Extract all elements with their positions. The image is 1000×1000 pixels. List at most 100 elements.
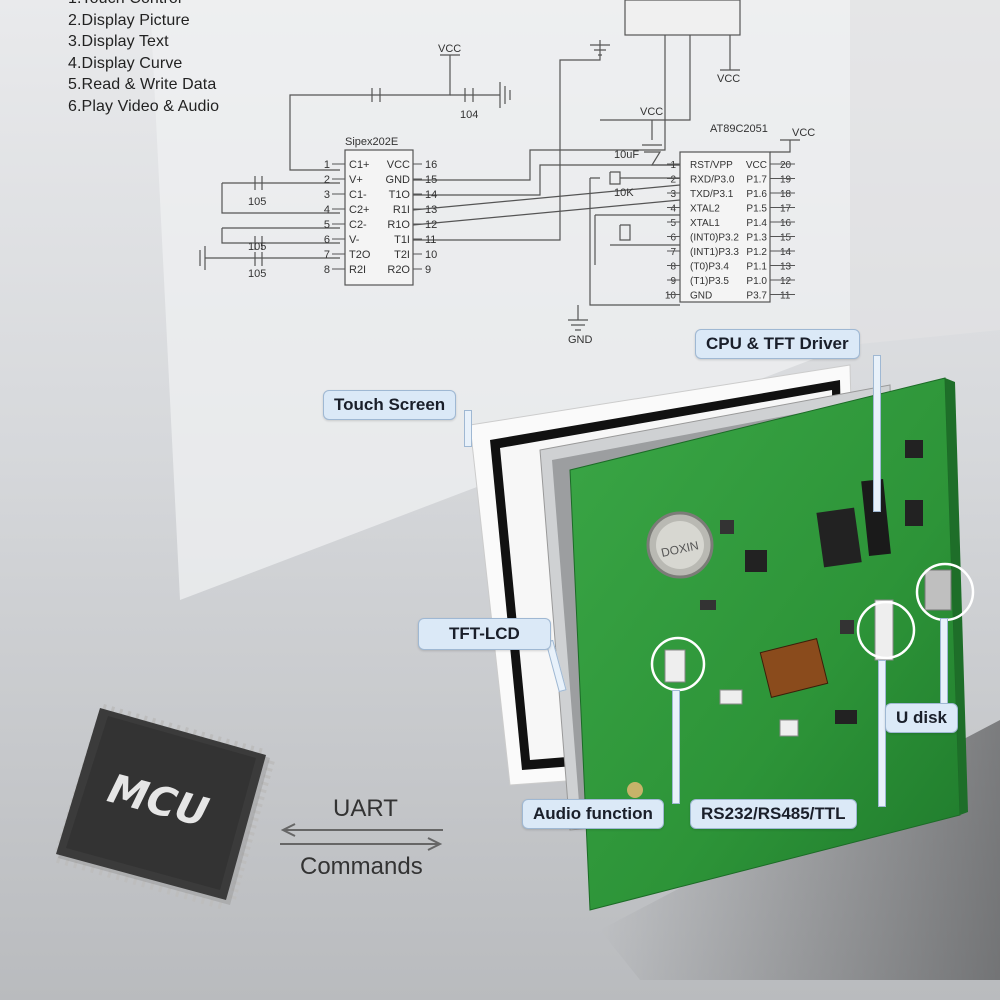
sipex-pin-number: 3 (324, 189, 330, 201)
cap-10uf-label: 10uF (614, 149, 639, 161)
u-disk-leader (940, 618, 948, 710)
at89-pin-name: P1.4 (746, 218, 767, 229)
audio-function-callout: Audio function (522, 799, 664, 829)
sipex-pin-name: V- (349, 234, 360, 246)
feature-item: 2.Display Picture (68, 11, 190, 29)
at89-pin-name: P1.7 (746, 175, 767, 186)
mcu-pin (209, 899, 214, 907)
mcu-pin (200, 896, 206, 905)
at89-pin-number: 11 (780, 291, 791, 302)
cap-105-label-2: 105 (248, 241, 266, 253)
res-10k-label: 10K (614, 187, 634, 199)
sipex-pin-name: R2O (387, 264, 410, 276)
at89-pin-name: (INT0)P3.2 (690, 233, 739, 244)
sipex-pin-name: R2I (349, 264, 366, 276)
commands-label: Commands (300, 853, 423, 880)
sipex-pin-number: 10 (425, 249, 437, 261)
at89-pin-number: 13 (780, 262, 792, 273)
sipex-pin-name: V+ (349, 174, 363, 186)
mcu-pin (149, 882, 155, 890)
at89-pin-number: 5 (670, 218, 676, 229)
sipex-pin-number: 7 (324, 249, 330, 261)
sipex-pin-name: R1O (387, 219, 410, 231)
cap-105-label-3: 105 (248, 268, 266, 280)
at89-pin-number: 2 (670, 175, 676, 186)
vcc-label-2: VCC (717, 73, 740, 85)
at89-pin-number: 16 (780, 218, 792, 229)
mcu-pin (141, 879, 146, 888)
sipex-pin-name: T2I (394, 249, 410, 261)
at89-pin-number: 19 (780, 175, 792, 186)
sipex-pin-number: 14 (425, 189, 437, 201)
at89-pin-name: P1.0 (746, 276, 767, 287)
tft-lcd-callout: TFT-LCD (418, 618, 551, 650)
at89-pin-name: P1.5 (746, 204, 767, 215)
at89-pin-name: P1.1 (746, 262, 767, 273)
touch-screen-leader (464, 410, 472, 447)
at89-pin-number: 18 (780, 189, 792, 200)
at89-pin-name: VCC (746, 160, 767, 171)
uart-label: UART (333, 795, 398, 822)
sipex-pin-name: R1I (393, 204, 410, 216)
at89-pin-name: RXD/P3.0 (690, 175, 735, 186)
at89-pin-name: P1.2 (746, 247, 767, 258)
sipex-pin-number: 13 (425, 204, 437, 216)
at89-pin-number: 4 (670, 204, 676, 215)
feature-list: 1.Touch Control 2.Display Picture 3.Disp… (68, 0, 219, 117)
mcu-pin (132, 877, 138, 886)
sipex-pin-name: T1O (389, 189, 411, 201)
cpu-tft-driver-callout: CPU & TFT Driver (695, 329, 860, 359)
mcu-chip: MCU (55, 704, 275, 910)
at89-pin-name: TXD/P3.1 (690, 189, 734, 200)
vcc-label-4: VCC (792, 127, 815, 139)
sipex-pin-number: 12 (425, 219, 437, 231)
mcu-pin (175, 889, 180, 898)
cpu-tft-leader (873, 355, 881, 512)
sipex-pin-number: 1 (324, 159, 330, 171)
mcu-pin (124, 875, 129, 883)
mcu-pin (217, 901, 223, 910)
at89-pin-number: 9 (670, 276, 676, 287)
at89-pin-number: 20 (780, 160, 792, 171)
at89-pin-number: 8 (670, 262, 676, 273)
u-disk-callout: U disk (885, 703, 959, 733)
feature-item: 6.Play Video & Audio (68, 97, 220, 115)
rs232-rs485-ttl-callout: RS232/RS485/TTL (690, 799, 857, 829)
at89-pin-number: 3 (670, 189, 676, 200)
feature-item: 5.Read & Write Data (68, 76, 217, 93)
sipex-pin-number: 4 (324, 204, 330, 216)
sipex-pin-number: 15 (425, 174, 437, 186)
audio-leader (672, 690, 680, 804)
sipex-pin-name: T2O (349, 249, 371, 261)
at89-pin-number: 14 (780, 247, 792, 258)
at89-pin-number: 1 (670, 160, 676, 171)
at89-pin-name: RST/VPP (690, 160, 733, 171)
vcc-label-1: VCC (438, 43, 461, 55)
at89-pin-number: 10 (665, 291, 677, 302)
sipex-pin-number: 5 (324, 219, 330, 231)
mcu-pin (183, 892, 189, 900)
sipex-pin-number: 9 (425, 264, 431, 276)
at89-pin-number: 17 (780, 204, 792, 215)
feature-item: 1.Touch Control (68, 0, 219, 10)
sipex-pin-number: 2 (324, 174, 330, 186)
at89-pin-name: XTAL1 (690, 218, 720, 229)
at89-pin-name: (T0)P3.4 (690, 262, 729, 273)
vcc-label-3: VCC (640, 106, 663, 118)
cap-105-label-1: 105 (248, 196, 266, 208)
at89-pin-name: P1.6 (746, 189, 767, 200)
at89-pin-number: 12 (780, 276, 792, 287)
sipex-pin-name: VCC (387, 159, 410, 171)
feature-item: 4.Display Curve (68, 54, 183, 72)
touch-screen-callout: Touch Screen (323, 390, 457, 420)
sipex-pin-name: C2- (349, 219, 367, 231)
at89-pin-name: XTAL2 (690, 204, 720, 215)
at89-pin-name: P1.3 (746, 233, 767, 244)
mcu-pin (192, 894, 197, 902)
sipex-chip-name: Sipex202E (345, 136, 398, 148)
at89-pin-name: (T1)P3.5 (690, 276, 729, 287)
